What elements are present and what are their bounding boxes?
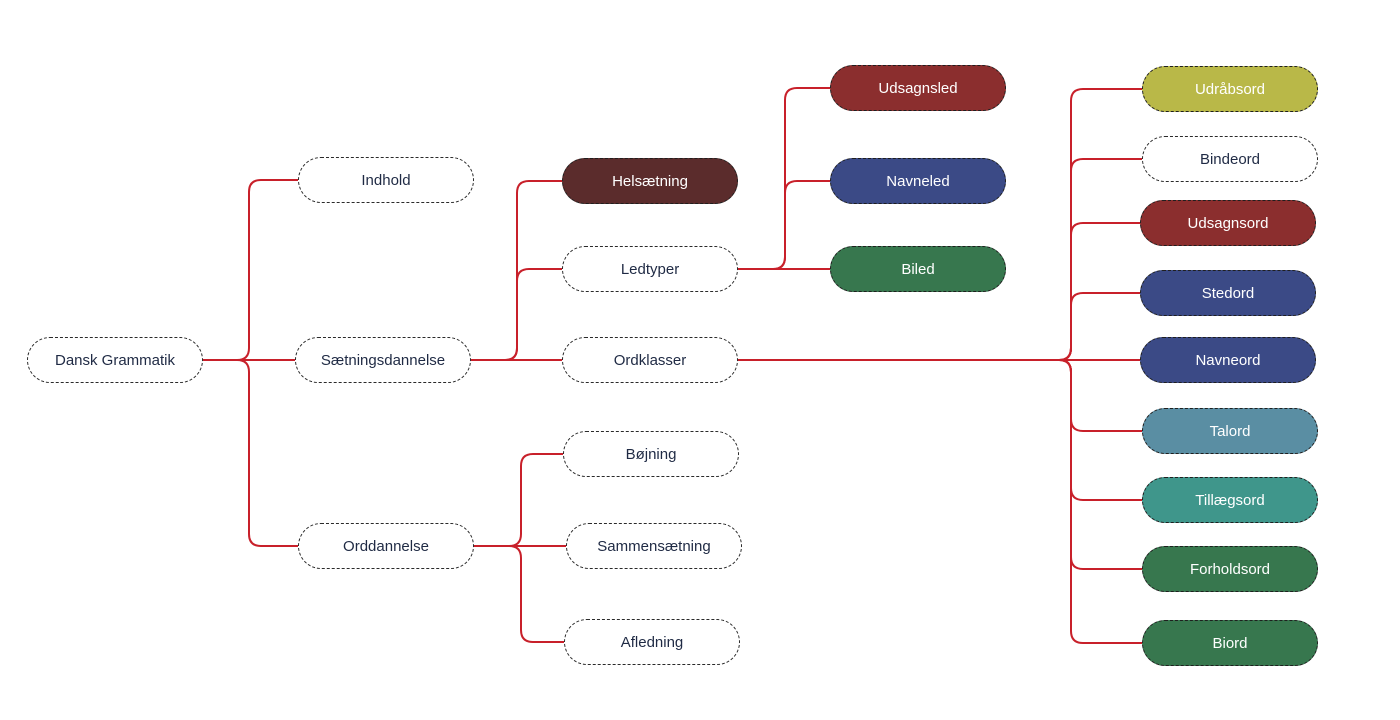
node-label: Sætningsdannelse xyxy=(320,351,446,369)
node-label: Bøjning xyxy=(625,445,677,463)
node-label: Sammensætning xyxy=(597,537,711,555)
node-bojning[interactable]: Bøjning xyxy=(563,431,739,477)
connector-orddannelse-to-afledning xyxy=(474,545,564,643)
connector-root-to-indhold xyxy=(203,179,298,361)
node-sammensaetning[interactable]: Sammensætning xyxy=(566,523,742,569)
node-afledning[interactable]: Afledning xyxy=(564,619,740,665)
connector-ordklasser-to-forholdsord xyxy=(738,359,1142,570)
connector-ledtyper-to-navneled xyxy=(738,180,830,270)
node-udsagnsled[interactable]: Udsagnsled xyxy=(830,65,1006,111)
node-forholdsord[interactable]: Forholdsord xyxy=(1142,546,1318,592)
node-bindeord[interactable]: Bindeord xyxy=(1142,136,1318,182)
node-udsagnsord[interactable]: Udsagnsord xyxy=(1140,200,1316,246)
node-biled[interactable]: Biled xyxy=(830,246,1006,292)
node-label: Biord xyxy=(1212,634,1248,652)
node-tillaegsord[interactable]: Tillægsord xyxy=(1142,477,1318,523)
node-label: Navneord xyxy=(1195,351,1261,369)
connector-ordklasser-to-stedord xyxy=(738,292,1140,361)
node-ledtyper[interactable]: Ledtyper xyxy=(562,246,738,292)
connector-saetningsdannelse-to-ledtyper xyxy=(471,268,562,361)
node-orddannelse[interactable]: Orddannelse xyxy=(298,523,474,569)
node-label: Ordklasser xyxy=(613,351,687,369)
node-label: Stedord xyxy=(1201,284,1255,302)
connector-ordklasser-to-talord xyxy=(738,359,1142,432)
node-label: Navneled xyxy=(886,172,950,190)
node-navneord[interactable]: Navneord xyxy=(1140,337,1316,383)
connector-ordklasser-to-udraabsord xyxy=(738,88,1142,361)
node-ordklasser[interactable]: Ordklasser xyxy=(562,337,738,383)
node-talord[interactable]: Talord xyxy=(1142,408,1318,454)
node-label: Tillægsord xyxy=(1195,491,1265,509)
node-stedord[interactable]: Stedord xyxy=(1140,270,1316,316)
node-label: Bindeord xyxy=(1199,150,1261,168)
node-indhold[interactable]: Indhold xyxy=(298,157,474,203)
node-helsaetning[interactable]: Helsætning xyxy=(562,158,738,204)
node-label: Orddannelse xyxy=(343,537,429,555)
node-saetningsdannelse[interactable]: Sætningsdannelse xyxy=(295,337,471,383)
node-label: Forholdsord xyxy=(1189,560,1271,578)
node-label: Indhold xyxy=(361,171,411,189)
node-biord[interactable]: Biord xyxy=(1142,620,1318,666)
node-label: Udsagnsord xyxy=(1187,214,1269,232)
node-label: Udråbsord xyxy=(1194,80,1266,98)
node-label: Afledning xyxy=(620,633,684,651)
connector-orddannelse-to-bojning xyxy=(474,453,563,547)
node-label: Helsætning xyxy=(612,172,688,190)
node-label: Dansk Grammatik xyxy=(54,351,176,369)
node-label: Biled xyxy=(901,260,935,278)
node-label: Ledtyper xyxy=(620,260,680,278)
node-label: Talord xyxy=(1209,422,1251,440)
node-root[interactable]: Dansk Grammatik xyxy=(27,337,203,383)
node-udraabsord[interactable]: Udråbsord xyxy=(1142,66,1318,112)
connector-root-to-orddannelse xyxy=(203,359,298,547)
connector-ordklasser-to-biord xyxy=(738,359,1142,644)
node-navneled[interactable]: Navneled xyxy=(830,158,1006,204)
node-label: Udsagnsled xyxy=(878,79,958,97)
